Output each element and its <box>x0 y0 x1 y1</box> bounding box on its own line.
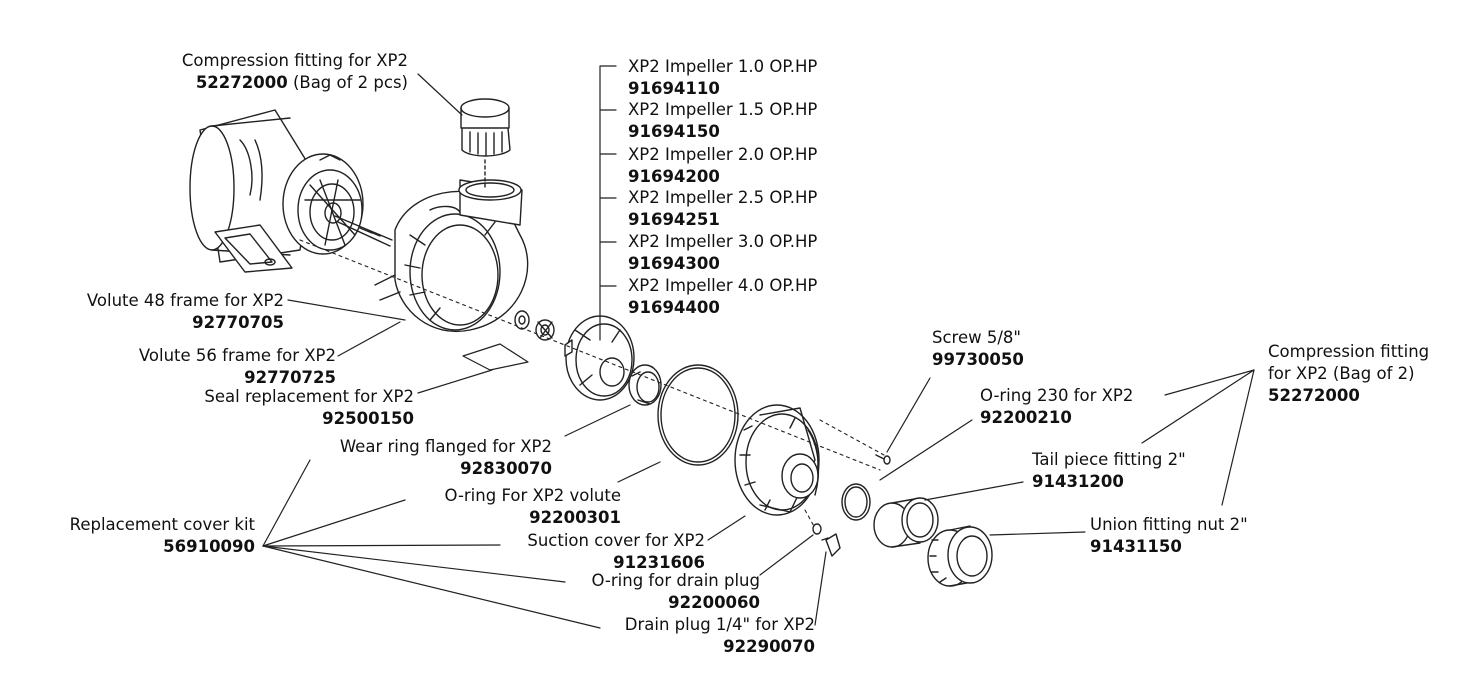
impeller-drawing <box>564 315 635 401</box>
callout-name: O-ring 230 for XP2 <box>980 386 1134 405</box>
part-number: 92830070 <box>460 459 552 478</box>
callout-compression-fitting-top: Compression fitting for XP2 52272000 (Ba… <box>182 50 408 94</box>
callout-replacement-cover-kit: Replacement cover kit 56910090 <box>70 514 255 558</box>
part-number: 91431200 <box>1032 472 1124 491</box>
callout-name: Screw 5/8" <box>932 328 1022 347</box>
callout-name: O-ring For XP2 volute <box>444 486 622 505</box>
part-number: 52272000 <box>1268 386 1360 405</box>
callout-part-line: 52272000 (Bag of 2 pcs) <box>182 72 408 94</box>
callout-note: (Bag of 2 pcs) <box>292 73 408 92</box>
callout-line-1: Compression fitting <box>1268 342 1430 361</box>
callout-name: Union fitting nut 2" <box>1090 515 1248 534</box>
part-number: 52272000 <box>195 73 288 92</box>
suction-cover-drawing <box>734 404 820 516</box>
callout-oring-230: O-ring 230 for XP2 92200210 <box>980 385 1133 429</box>
part-number: 91431150 <box>1090 537 1182 556</box>
motor-drawing <box>189 109 393 273</box>
callout-compression-fitting-right: Compression fitting for XP2 (Bag of 2) 5… <box>1268 341 1429 407</box>
callout-seal: Seal replacement for XP2 92500150 <box>204 386 414 430</box>
tail-piece-drawing <box>873 497 939 548</box>
callout-impeller-1-5: XP2 Impeller 1.5 OP.HP 91694150 <box>628 99 817 143</box>
callout-oring-volute: O-ring For XP2 volute 92200301 <box>445 485 622 529</box>
part-number: 91694150 <box>628 122 720 141</box>
part-number: 92200301 <box>529 508 621 527</box>
callout-name: XP2 Impeller 2.0 OP.HP <box>628 145 818 164</box>
part-number: 92500150 <box>322 409 414 428</box>
screw-drawing <box>875 454 891 465</box>
union-nut-drawing <box>927 525 993 587</box>
part-number: 91694400 <box>628 298 720 317</box>
part-number: 92290070 <box>723 637 815 656</box>
callout-name: Compression fitting for XP2 <box>181 51 408 70</box>
callout-name: Wear ring flanged for XP2 <box>339 437 552 456</box>
callout-name: XP2 Impeller 4.0 OP.HP <box>628 276 818 295</box>
part-number: 92770705 <box>192 313 284 332</box>
callout-name: XP2 Impeller 1.0 OP.HP <box>628 57 818 76</box>
callout-name: XP2 Impeller 2.5 OP.HP <box>628 188 818 207</box>
drain-plug-drawing <box>821 533 841 557</box>
callout-screw: Screw 5/8" 99730050 <box>932 327 1024 371</box>
callout-impeller-4-0: XP2 Impeller 4.0 OP.HP 91694400 <box>628 275 817 319</box>
wear-ring-drawing <box>628 364 662 406</box>
oring-230-drawing <box>841 483 871 521</box>
callout-name: Replacement cover kit <box>69 515 255 534</box>
volute-oring-drawing <box>657 364 739 466</box>
part-number: 91694300 <box>628 254 720 273</box>
callout-volute-56: Volute 56 frame for XP2 92770725 <box>139 345 336 389</box>
part-number: 91231606 <box>613 553 705 572</box>
part-number: 99730050 <box>932 350 1024 369</box>
volute-drawing <box>374 179 529 333</box>
seal-parts <box>514 310 555 341</box>
callout-wear-ring: Wear ring flanged for XP2 92830070 <box>340 436 552 480</box>
callout-impeller-2-5: XP2 Impeller 2.5 OP.HP 91694251 <box>628 187 817 231</box>
top-compression-fitting <box>460 98 511 191</box>
callout-name: XP2 Impeller 1.5 OP.HP <box>628 100 818 119</box>
callout-suction-cover: Suction cover for XP2 91231606 <box>527 530 705 574</box>
callout-impeller-2-0: XP2 Impeller 2.0 OP.HP 91694200 <box>628 144 817 188</box>
callout-name: XP2 Impeller 3.0 OP.HP <box>628 232 818 251</box>
callout-name: Suction cover for XP2 <box>527 531 705 550</box>
part-number: 92770725 <box>244 368 336 387</box>
part-number: 91694200 <box>628 167 720 186</box>
callout-name: Volute 48 frame for XP2 <box>86 291 284 310</box>
callout-name: Seal replacement for XP2 <box>204 387 414 406</box>
callout-impeller-1-0: XP2 Impeller 1.0 OP.HP 91694110 <box>628 56 817 100</box>
callout-name: Drain plug 1/4" for XP2 <box>624 615 815 634</box>
part-number: 91694251 <box>628 210 720 229</box>
callout-name: O-ring for drain plug <box>591 571 760 590</box>
callout-impeller-3-0: XP2 Impeller 3.0 OP.HP 91694300 <box>628 231 817 275</box>
callout-oring-drain-plug: O-ring for drain plug 92200060 <box>591 570 760 614</box>
part-number: 92200060 <box>668 593 760 612</box>
part-number: 56910090 <box>163 537 255 556</box>
callout-line-2: for XP2 (Bag of 2) <box>1268 364 1415 383</box>
part-number: 91694110 <box>628 79 720 98</box>
callout-drain-plug: Drain plug 1/4" for XP2 92290070 <box>625 614 815 658</box>
callout-tail-piece: Tail piece fitting 2" 91431200 <box>1032 449 1186 493</box>
callout-name: Volute 56 frame for XP2 <box>138 346 336 365</box>
callout-volute-48: Volute 48 frame for XP2 92770705 <box>87 290 284 334</box>
part-number: 92200210 <box>980 408 1072 427</box>
callout-union-nut: Union fitting nut 2" 91431150 <box>1090 514 1248 558</box>
callout-name: Tail piece fitting 2" <box>1032 450 1186 469</box>
drain-oring-drawing <box>812 523 822 535</box>
